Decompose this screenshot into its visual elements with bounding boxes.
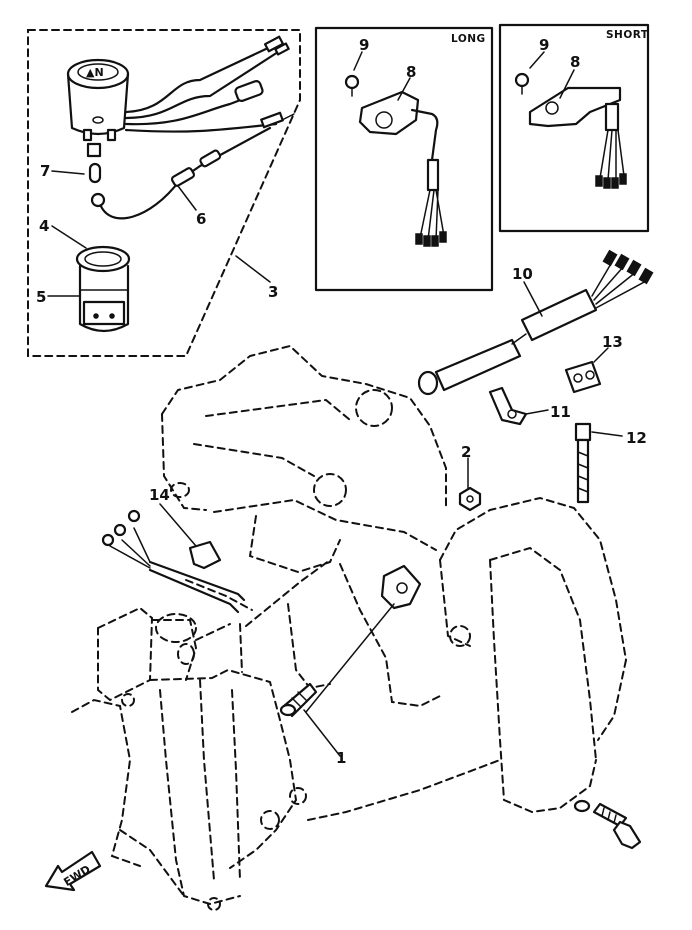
trim-sender-screw	[279, 682, 318, 718]
callout-3: 3	[268, 283, 278, 301]
short-switch-screw	[514, 72, 530, 95]
callout-9-short: 9	[539, 36, 549, 54]
hex-nut	[458, 486, 482, 512]
meter-ring	[75, 245, 131, 273]
long-switch-panel: LONG	[314, 26, 494, 292]
bulb-socket	[86, 142, 102, 184]
callout-8-long: 8	[406, 63, 416, 81]
lead-wire-set	[101, 509, 246, 614]
callout-11: 11	[550, 403, 571, 421]
callout-6: 6	[196, 210, 206, 228]
long-label: LONG	[451, 33, 486, 45]
gauge-wire-leads	[124, 35, 295, 133]
power-trim-tilt-unit	[71, 606, 307, 911]
clamp-bracket	[307, 496, 627, 821]
callout-7: 7	[40, 162, 50, 180]
callout-10: 10	[512, 265, 533, 283]
callout-14: 14	[149, 486, 170, 504]
wire-clip	[564, 360, 602, 394]
short-switch-panel: SHORT	[498, 23, 650, 233]
sender-cord	[90, 126, 272, 220]
harness-clamp	[488, 386, 528, 426]
mounting-bolt	[573, 799, 642, 850]
long-switch-screw	[344, 74, 360, 97]
trim-meter-gauge: ▲N	[66, 58, 130, 142]
meter-bracket	[78, 264, 130, 333]
leader-lines	[47, 51, 623, 757]
callout-5: 5	[36, 288, 46, 306]
trim-sender	[380, 564, 422, 610]
callout-8-short: 8	[570, 53, 580, 71]
plastic-band	[574, 422, 592, 504]
long-trim-switch	[358, 90, 447, 247]
callout-4: 4	[39, 217, 49, 235]
callout-13: 13	[602, 333, 623, 351]
callout-2: 2	[461, 443, 471, 461]
short-label: SHORT	[606, 29, 649, 41]
swivel-bracket	[161, 344, 447, 708]
callout-9-long: 9	[359, 36, 369, 54]
wire-harness	[417, 249, 654, 396]
short-trim-switch	[528, 86, 627, 189]
tilt-cable	[185, 559, 331, 641]
gauge-face-mark: ▲N	[86, 66, 104, 79]
trim-meter-kit-outline	[27, 29, 301, 357]
callout-1: 1	[336, 749, 346, 767]
callout-12: 12	[626, 429, 647, 447]
forward-direction-arrow: FWD	[44, 850, 102, 892]
callout-numbers: 1 2 3 4 5 6 7 8 8 9 9 10 11 12 13 14	[36, 36, 647, 767]
